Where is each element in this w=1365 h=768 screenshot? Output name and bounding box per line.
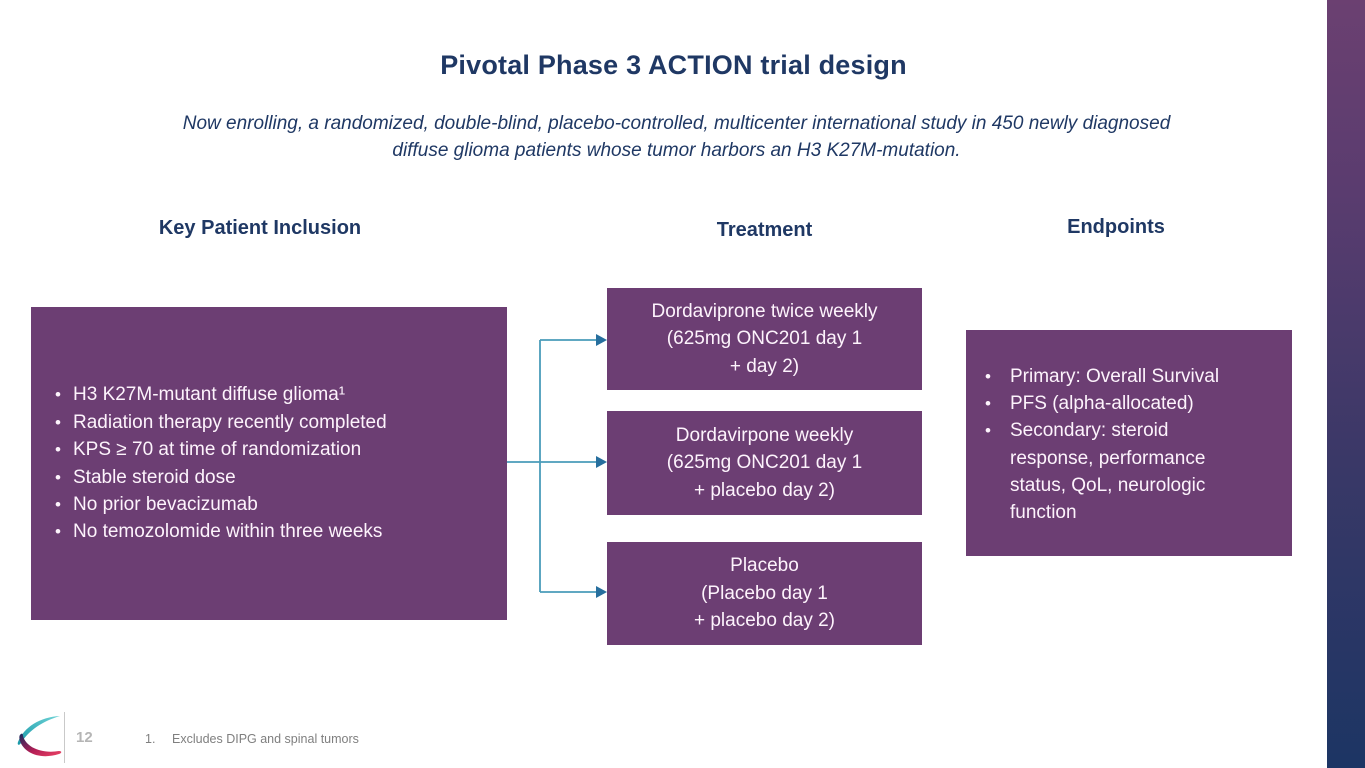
page-number: 12: [76, 729, 93, 746]
column-header-treatment: Treatment: [716, 219, 813, 241]
footnote-text: Excludes DIPG and spinal tumors: [172, 732, 359, 746]
list-item: • Secondary: steroid response, performan…: [985, 417, 1278, 526]
endpoint-bullet: Secondary: steroid response, performance…: [1010, 420, 1206, 524]
list-item: • Primary: Overall Survival: [985, 363, 1278, 390]
slide-edge-gradient-bar: [1327, 0, 1365, 768]
treatment-arm-box-twice-weekly: Dordaviprone twice weekly (625mg ONC201 …: [607, 288, 922, 390]
inclusion-bullet: H3 K27M-mutant diffuse glioma¹: [73, 384, 346, 406]
bullet-icon: •: [985, 421, 991, 441]
flow-arrows: [507, 334, 607, 598]
slide-title: Pivotal Phase 3 ACTION trial design: [440, 50, 907, 80]
inclusion-bullet: No prior bevacizumab: [73, 493, 258, 515]
list-item: • No prior bevacizumab: [55, 491, 497, 518]
endpoint-bullet: Primary: Overall Survival: [1010, 366, 1220, 387]
slide-subtitle: Now enrolling, a randomized, double-blin…: [182, 113, 1171, 161]
endpoint-bullet: PFS (alpha-allocated): [1010, 393, 1194, 415]
treatment-arm-box-placebo: Placebo (Placebo day 1 + placebo day 2): [607, 542, 922, 645]
column-header-key-patient-inclusion: Key Patient Inclusion: [158, 217, 362, 239]
inclusion-criteria-box: • H3 K27M-mutant diffuse glioma¹ • Radia…: [31, 307, 507, 620]
footer-divider: [64, 712, 65, 763]
bullet-icon: •: [985, 394, 991, 414]
list-item: • KPS ≥ 70 at time of randomization: [55, 436, 497, 463]
inclusion-bullet: KPS ≥ 70 at time of randomization: [73, 439, 362, 461]
footnote-marker: 1.: [145, 732, 156, 746]
list-item: • H3 K27M-mutant diffuse glioma¹: [55, 381, 497, 408]
logo-crimson-swoosh: [19, 733, 62, 757]
logo-teal-swoosh: [17, 716, 60, 745]
list-item: • PFS (alpha-allocated): [985, 390, 1278, 417]
bullet-icon: •: [55, 385, 61, 405]
inclusion-bullet: Radiation therapy recently completed: [73, 411, 387, 433]
endpoints-box: • Primary: Overall Survival • PFS (alpha…: [966, 330, 1292, 556]
treatment-arm-box-weekly: Dordavirpone weekly (625mg ONC201 day 1 …: [607, 411, 922, 515]
arrowhead-middle-icon: [596, 456, 607, 468]
inclusion-bullet: No temozolomide within three weeks: [73, 521, 383, 543]
bullet-icon: •: [55, 440, 61, 460]
inclusion-bullet: Stable steroid dose: [73, 466, 236, 488]
arrowhead-top-icon: [596, 334, 607, 346]
bullet-icon: •: [985, 367, 991, 386]
list-item: • No temozolomide within three weeks: [55, 518, 497, 545]
column-header-endpoints: Endpoints: [1067, 216, 1165, 238]
bullet-icon: •: [55, 522, 61, 542]
arrowhead-bottom-icon: [596, 586, 607, 598]
list-item: • Radiation therapy recently completed: [55, 409, 497, 436]
bullet-icon: •: [55, 467, 61, 487]
bullet-icon: •: [55, 494, 61, 514]
list-item: • Stable steroid dose: [55, 464, 497, 491]
company-swoosh-logo: [17, 716, 62, 757]
bullet-icon: •: [55, 412, 61, 432]
footnote: 1. Excludes DIPG and spinal tumors: [145, 732, 359, 746]
